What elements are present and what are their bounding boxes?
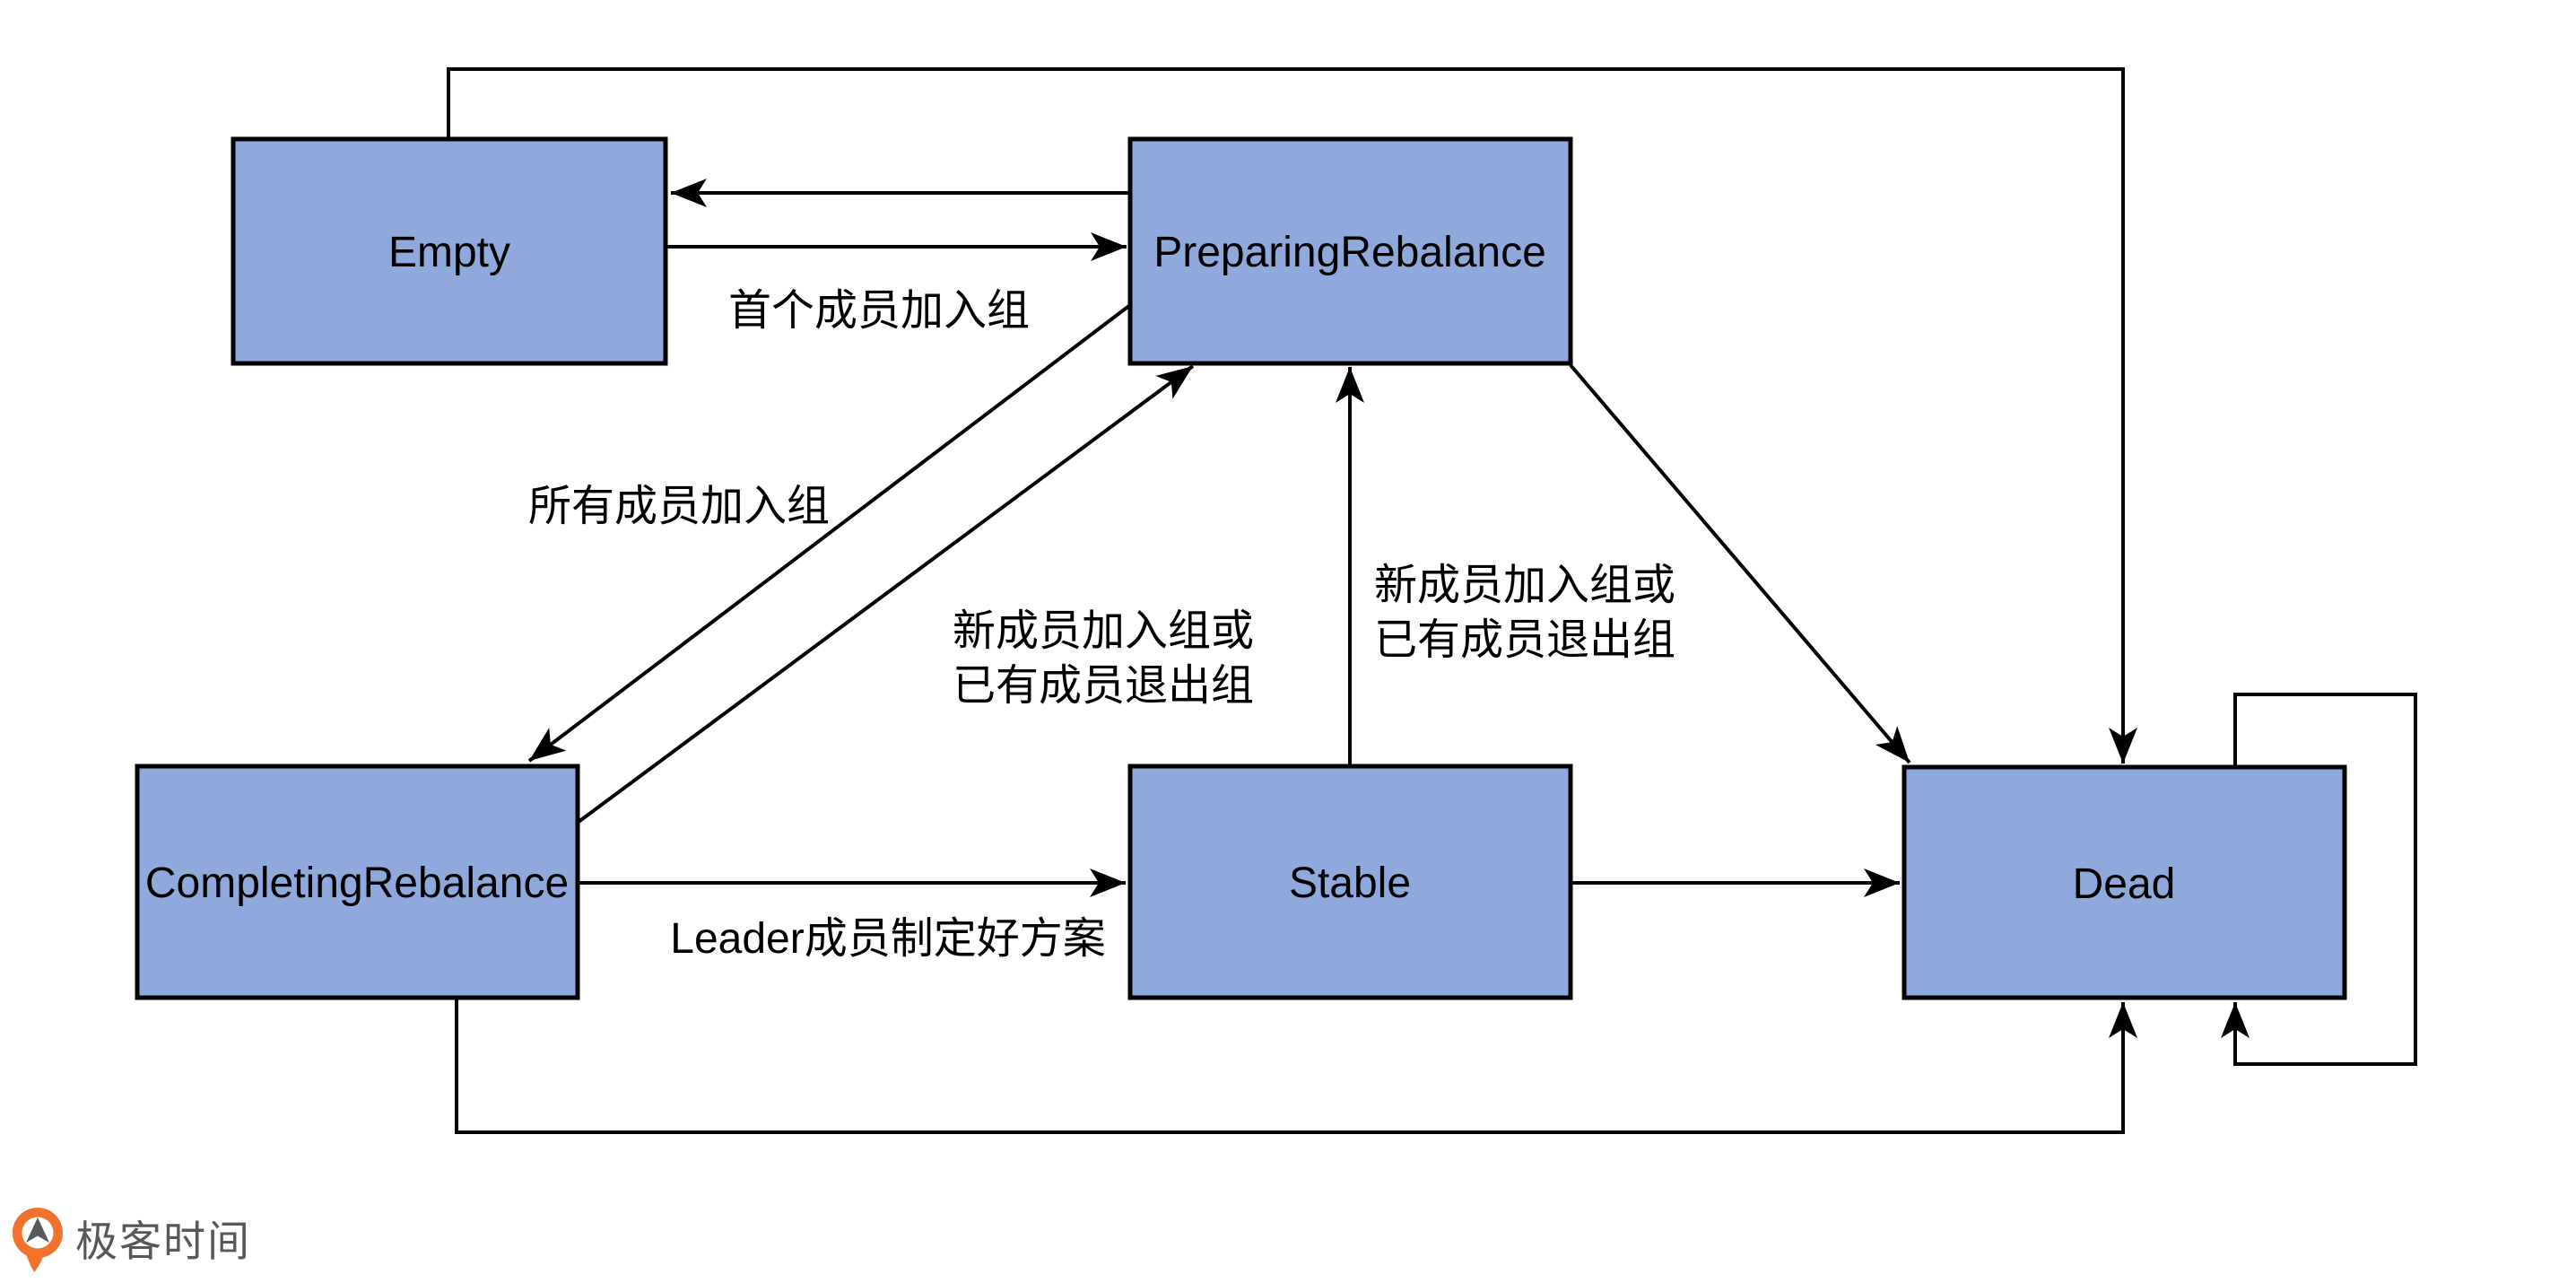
edge-dead-self-loop <box>2221 693 2417 1066</box>
brand-logo-text: 极客时间 <box>75 1218 251 1265</box>
edge-label-stable-to-preparing-line2: 已有成员退出组 <box>1374 616 1675 664</box>
state-node-completing-rebalance-box <box>135 764 580 1000</box>
edge-label-stable-to-preparing-line1: 新成员加入组或 <box>1374 562 1675 609</box>
state-node-preparing-rebalance-box <box>1127 136 1573 366</box>
edge-label-completing-to-preparing-line2: 已有成员退出组 <box>953 662 1254 710</box>
state-node-stable-box <box>1127 764 1573 1000</box>
state-node-dead-box <box>1902 764 2347 1000</box>
edge-preparing-to-dead-diagonal <box>1569 363 1911 764</box>
edge-preparing-to-completing-diagonal <box>527 303 1132 763</box>
state-node-completing-rebalance: CompletingRebalance <box>135 764 580 1000</box>
edge-label-completing-to-preparing: 新成员加入组或 已有成员退出组 <box>953 607 1254 710</box>
geektime-logo-icon <box>13 1208 63 1272</box>
edge-label-all-members-joined: 所有成员加入组 <box>528 483 830 530</box>
edge-completing-to-dead-rail <box>455 999 2137 1134</box>
state-node-preparing-rebalance-label: PreparingRebalance <box>1153 229 1546 276</box>
geektime-logo-arrow <box>26 1218 49 1243</box>
edge-label-completing-to-preparing-line1: 新成员加入组或 <box>953 607 1254 655</box>
state-node-completing-rebalance-label: CompletingRebalance <box>145 860 569 907</box>
state-node-stable-label: Stable <box>1289 860 1411 907</box>
state-node-empty: Empty <box>231 136 668 366</box>
state-node-empty-box <box>231 136 668 366</box>
edge-label-leader-made-plan: Leader成员制定好方案 <box>670 915 1105 963</box>
edge-label-first-member-joins: 首个成员加入组 <box>728 287 1030 335</box>
state-node-stable: Stable <box>1127 764 1573 1000</box>
brand-logo: 极客时间 <box>13 1208 251 1272</box>
state-node-dead: Dead <box>1902 764 2347 1000</box>
edge-label-stable-to-preparing: 新成员加入组或 已有成员退出组 <box>1374 562 1675 664</box>
state-node-preparing-rebalance: PreparingRebalance <box>1127 136 1573 366</box>
edge-empty-to-dead-rail <box>447 67 2137 764</box>
edge-completing-to-preparing-diagonal <box>577 364 1195 824</box>
state-node-dead-label: Dead <box>2073 860 2176 908</box>
state-node-empty-label: Empty <box>388 229 510 276</box>
